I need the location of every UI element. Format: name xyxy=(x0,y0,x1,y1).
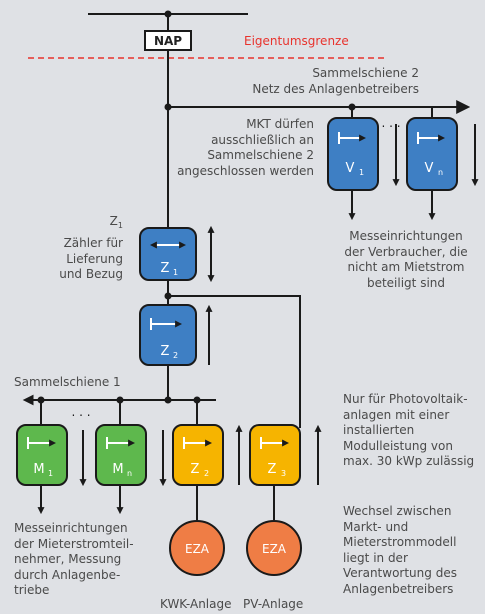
note-line: Messeinrichtungen xyxy=(14,521,128,535)
junction-dot xyxy=(348,103,356,111)
pv-note: Nur für Photovoltaik- anlagen mit einer … xyxy=(343,392,474,470)
pv-direct-line xyxy=(168,295,301,425)
meter-letter: M xyxy=(112,462,123,477)
meter-letter: Z xyxy=(161,261,170,276)
note-line: angeschlossen werden xyxy=(177,163,314,178)
eza-label: EZA xyxy=(185,542,210,556)
note-line: der Mieterstromteil- xyxy=(14,536,134,551)
note-line: ausschließlich an xyxy=(211,132,314,147)
meter-vn: V n xyxy=(406,117,458,191)
label-line: Sammelschiene 2 xyxy=(312,66,419,80)
note-line: MKT dürfen xyxy=(246,117,314,131)
m-meters-ellipsis: . . . xyxy=(71,405,90,419)
meter-z1: Z 1 xyxy=(139,227,197,281)
note-line: Wechsel zwischen xyxy=(343,504,452,518)
eza-label: EZA xyxy=(262,542,287,556)
meter-m1: M 1 xyxy=(16,424,68,486)
meter-letter: V xyxy=(425,161,434,176)
note-line: Nur für Photovoltaik- xyxy=(343,392,468,406)
meter-letter: V xyxy=(346,161,355,176)
meter-subscript: n xyxy=(127,469,132,478)
wechsel-note: Wechsel zwischen Markt- und Mieterstromm… xyxy=(343,504,457,597)
note-line: Messeinrichtungen xyxy=(349,229,463,243)
note-line: nicht am Mietstrom xyxy=(347,260,465,274)
pv-caption: PV-Anlage xyxy=(243,597,304,611)
note-line: liegt in der xyxy=(343,550,408,565)
meter-subscript: n xyxy=(438,168,443,177)
arrow-right-with-bar-icon xyxy=(106,437,136,449)
note-line: durch Anlagenbe- xyxy=(14,567,121,582)
note-line: triebe xyxy=(14,583,50,597)
sammelschiene1-label: Sammelschiene 1 xyxy=(14,375,121,389)
junction-dot xyxy=(164,103,172,111)
meter-subscript: 1 xyxy=(359,168,364,177)
note-line: beteiligt sind xyxy=(366,275,446,290)
meter-z2-top: Z 2 xyxy=(139,304,197,366)
kwk-caption: KWK-Anlage xyxy=(160,597,232,611)
label-line: Lieferung xyxy=(66,251,123,266)
arrow-right-with-bar-icon xyxy=(183,437,213,449)
label-line: Netz des Anlagenbetreibers xyxy=(252,81,419,96)
note-line: Anlagenbetreibers xyxy=(343,581,454,596)
meter-letter: Z xyxy=(268,462,277,477)
note-line: installierten xyxy=(343,423,415,437)
v-meters-ellipsis: . . . xyxy=(381,116,400,130)
arrow-right-with-bar-icon xyxy=(150,318,183,330)
arrow-right-with-bar-icon xyxy=(260,437,290,449)
note-line: nehmer, Messung xyxy=(14,552,122,566)
mkt-note: MKT dürfen ausschließlich an Sammelschie… xyxy=(177,117,314,179)
meter-mn: M n xyxy=(95,424,147,486)
arrow-right-with-bar-icon xyxy=(417,132,446,144)
meter-letter: Z xyxy=(191,462,200,477)
note-line: Modulleistung von xyxy=(343,438,453,453)
note-line: Mieterstrommodell xyxy=(343,535,457,549)
z1-marker-sub: 1 xyxy=(117,221,123,230)
meter-v1: V 1 xyxy=(327,117,379,191)
nap-label: NAP xyxy=(154,34,182,48)
note-line: anlagen mit einer xyxy=(343,407,450,422)
junction-dot xyxy=(164,396,172,404)
note-line: Sammelschiene 2 xyxy=(207,148,314,162)
meter-z3: Z 3 xyxy=(249,424,301,486)
mieter-note: Messeinrichtungen der Mieterstromteil- n… xyxy=(14,521,134,599)
note-line: Markt- und xyxy=(343,519,409,534)
note-line: der Verbraucher, die xyxy=(344,244,468,259)
arrow-right-with-bar-icon xyxy=(338,132,367,144)
junction-dot xyxy=(164,10,172,18)
meter-letter: M xyxy=(33,462,44,477)
z1-description: Zähler für Lieferung und Bezug xyxy=(59,236,123,283)
meter-subscript: 1 xyxy=(48,469,53,478)
meter-z2-bottom: Z 2 xyxy=(172,424,224,486)
note-line: Verantwortung des xyxy=(343,566,457,580)
arrow-right-with-bar-icon xyxy=(27,437,57,449)
eza-pv: EZA xyxy=(246,520,302,576)
eigentumsgrenze-label: Eigentumsgrenze xyxy=(244,34,349,48)
meter-subscript: 2 xyxy=(173,351,178,360)
eza-kwk: EZA xyxy=(169,520,225,576)
meter-subscript: 3 xyxy=(281,469,286,478)
meter-subscript: 1 xyxy=(173,268,178,277)
sammelschiene2-label: Sammelschiene 2 Netz des Anlagenbetreibe… xyxy=(252,66,419,97)
verbraucher-note: Messeinrichtungen der Verbraucher, die n… xyxy=(336,229,476,291)
meter-letter: Z xyxy=(161,344,170,359)
meter-subscript: 2 xyxy=(204,469,209,478)
z1-marker: Z1 xyxy=(109,214,123,230)
note-line: max. 30 kWp zulässig xyxy=(343,454,475,468)
label-line: Zähler für xyxy=(63,236,123,250)
label-line: und Bezug xyxy=(59,267,123,281)
